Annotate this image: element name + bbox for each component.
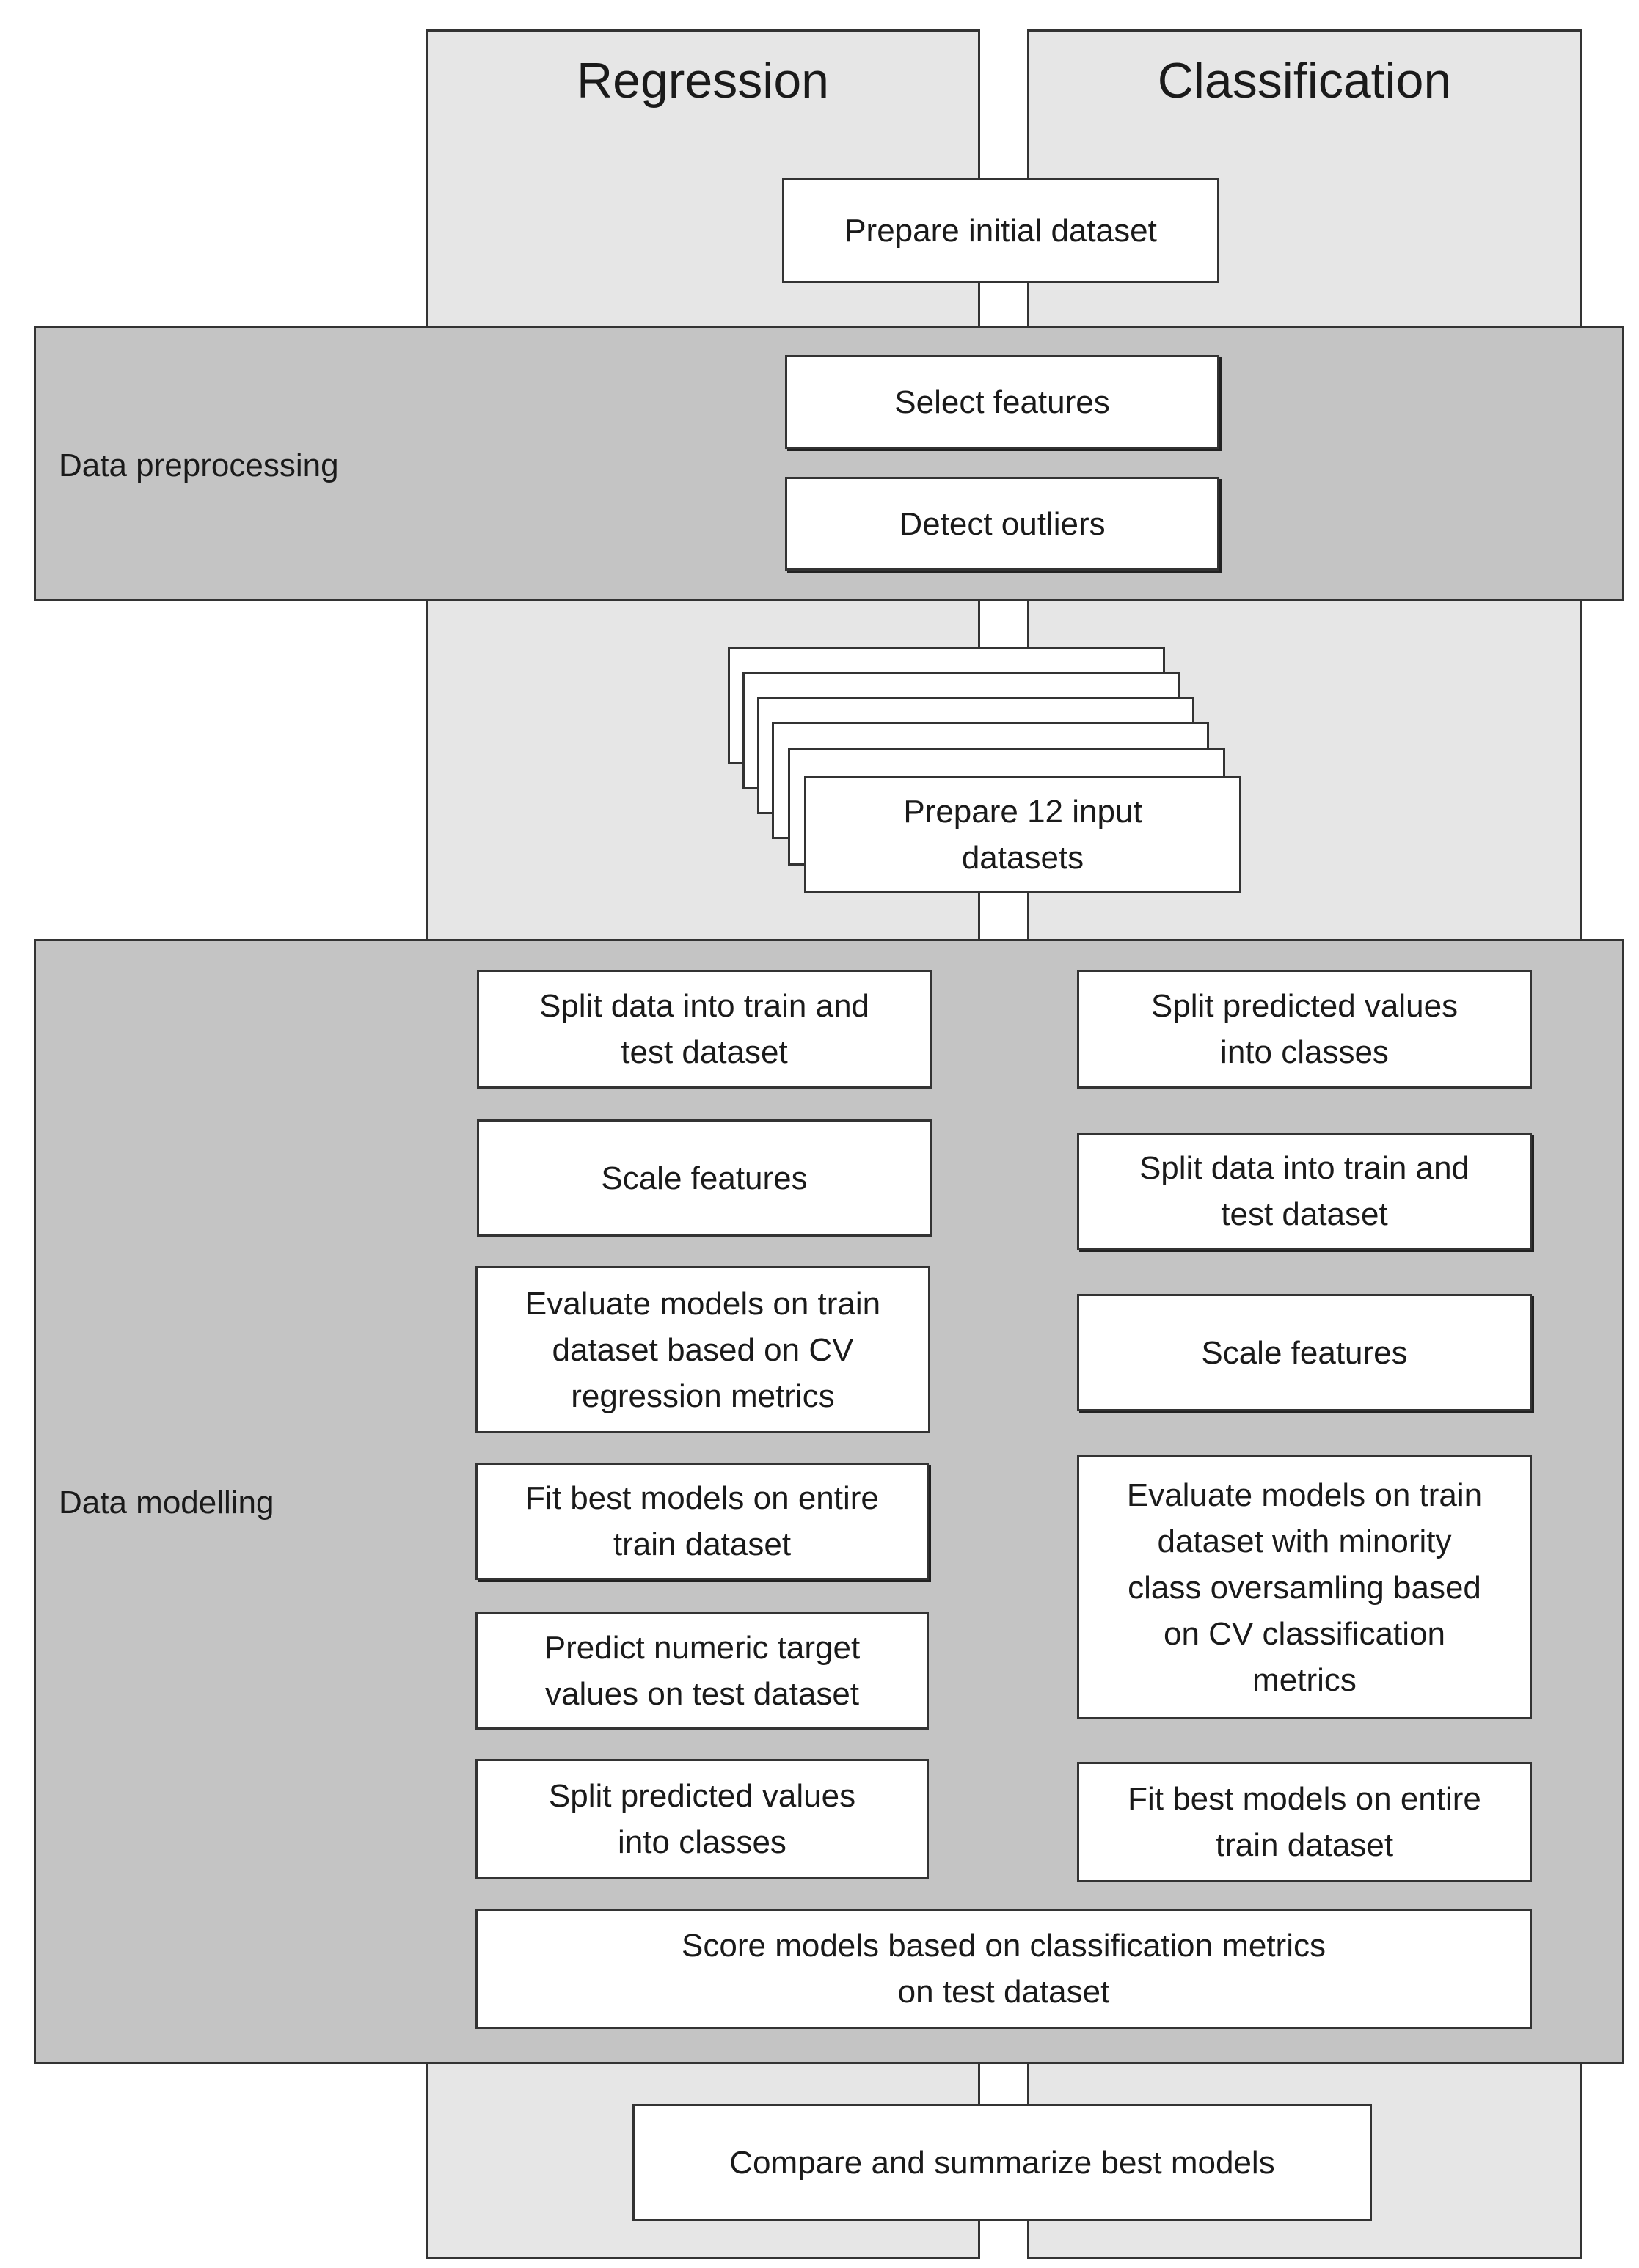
compare-summarize-box: Compare and summarize best models xyxy=(632,2104,1372,2221)
detect-outliers-box: Detect outliers xyxy=(785,477,1219,571)
cls-evaluate-models-box: Evaluate models on train dataset with mi… xyxy=(1077,1455,1532,1719)
reg-scale-features-box: Scale features xyxy=(477,1119,932,1237)
cls-fit-best-models-box: Fit best models on entire train dataset xyxy=(1077,1762,1532,1882)
prepare-initial-dataset-box: Prepare initial dataset xyxy=(782,178,1219,283)
reg-evaluate-models-box: Evaluate models on train dataset based o… xyxy=(475,1266,930,1433)
reg-split-data-box: Split data into train and test dataset xyxy=(477,970,932,1089)
reg-predict-values-box: Predict numeric target values on test da… xyxy=(475,1612,929,1730)
reg-fit-best-models-box: Fit best models on entire train dataset xyxy=(475,1463,929,1580)
data-modelling-label: Data modelling xyxy=(59,1485,274,1521)
data-preprocessing-label: Data preprocessing xyxy=(59,447,339,483)
classification-title: Classification xyxy=(1157,53,1452,109)
prepare-input-datasets-box: Prepare 12 input datasets xyxy=(804,776,1241,893)
select-features-box: Select features xyxy=(785,355,1219,449)
score-models-box: Score models based on classification met… xyxy=(475,1909,1532,2029)
reg-split-predicted-box: Split predicted values into classes xyxy=(475,1759,929,1879)
cls-split-predicted-box: Split predicted values into classes xyxy=(1077,970,1532,1089)
cls-split-data-box: Split data into train and test dataset xyxy=(1077,1133,1532,1250)
cls-scale-features-box: Scale features xyxy=(1077,1294,1532,1411)
regression-title: Regression xyxy=(577,53,829,109)
